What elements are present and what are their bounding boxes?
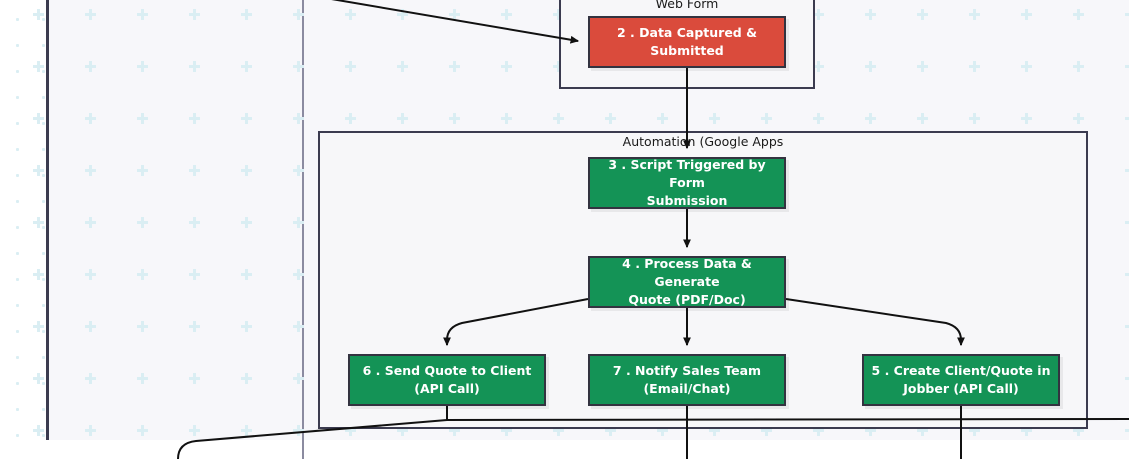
background-plus-mark [33, 373, 44, 384]
node-send-quote-to-client[interactable]: 6 . Send Quote to Client (API Call) [348, 354, 546, 406]
node-process-data-generate-quote[interactable]: 4 . Process Data & Generate Quote (PDF/D… [588, 256, 786, 308]
background-plus-mark [33, 269, 44, 280]
node-notify-sales-team[interactable]: 7 . Notify Sales Team (Email/Chat) [588, 354, 786, 406]
node-label: 5 . Create Client/Quote in Jobber (API C… [871, 363, 1051, 396]
node-label: 4 . Process Data & Generate Quote (PDF/D… [622, 256, 752, 307]
node-label: 6 . Send Quote to Client (API Call) [362, 363, 532, 396]
background-plus-mark [33, 113, 44, 124]
panel-divider [302, 0, 304, 459]
background-plus-mark [33, 165, 44, 176]
container-web-form-label: Web Form [655, 0, 719, 11]
node-label: 7 . Notify Sales Team (Email/Chat) [612, 363, 762, 396]
node-label: 3 . Script Triggered by Form Submission [608, 157, 766, 208]
node-create-client-quote-in-jobber[interactable]: 5 . Create Client/Quote in Jobber (API C… [862, 354, 1060, 406]
node-script-triggered-by-form-submission[interactable]: 3 . Script Triggered by Form Submission [588, 157, 786, 209]
background-plus-mark [33, 321, 44, 332]
container-automation-label: Automation (Google Apps [622, 134, 784, 149]
node-label: 2 . Data Captured & Submitted [617, 25, 757, 58]
background-plus-mark [33, 9, 44, 20]
background-plus-mark [33, 425, 44, 436]
background-plus-mark [33, 61, 44, 72]
background-plus-mark [33, 217, 44, 228]
node-data-captured-submitted[interactable]: 2 . Data Captured & Submitted [588, 16, 786, 68]
